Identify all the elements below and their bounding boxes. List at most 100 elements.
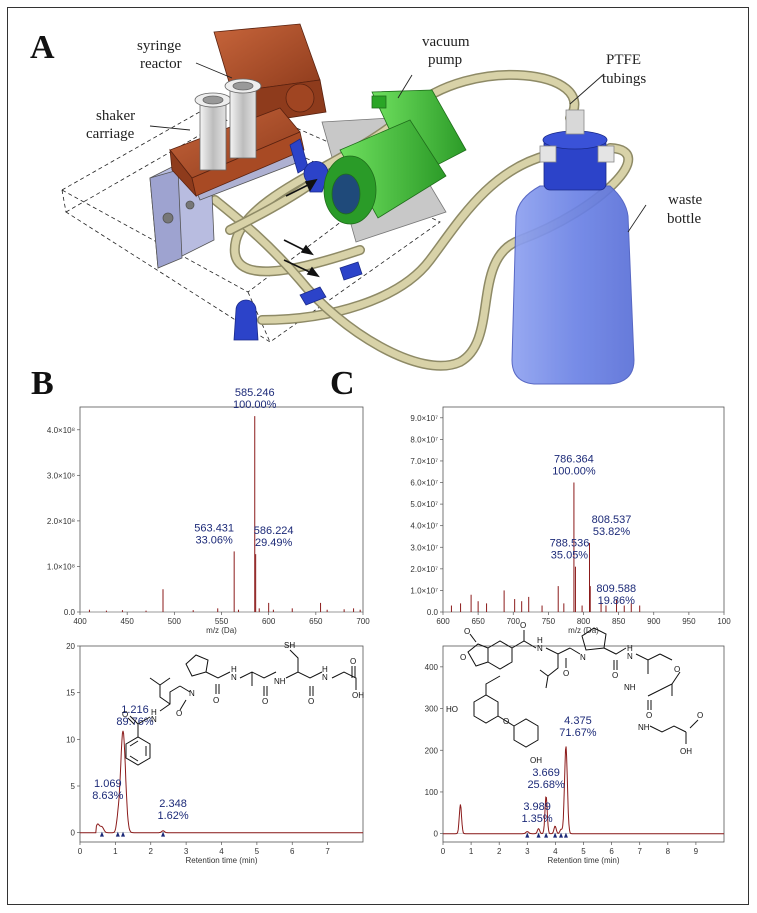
chem-c-h1-label: H bbox=[537, 636, 543, 645]
waste-bottle bbox=[511, 109, 635, 385]
x-tick-label: 650 bbox=[471, 617, 485, 626]
chem-b-h1-label: H bbox=[231, 665, 237, 674]
callout-waste-bottle: waste bottle bbox=[667, 192, 702, 227]
y-tick-label: 5 bbox=[71, 782, 76, 791]
x-tick-label: 3 bbox=[525, 847, 530, 856]
chem-c-oh-label: OH bbox=[530, 756, 542, 765]
x-tick-label: 8 bbox=[666, 847, 671, 856]
chem-b-o2-label: O bbox=[176, 709, 182, 718]
y-tick-label: 300 bbox=[425, 705, 439, 714]
chem-c-oh-label-2: OH bbox=[680, 747, 692, 756]
chem-b-o4-label: O bbox=[262, 697, 268, 706]
chromatogram-trace bbox=[80, 730, 363, 834]
callout-waste-bottle-line1: waste bbox=[668, 192, 702, 208]
y-tick-label: 4.0×10⁸ bbox=[47, 426, 75, 435]
chem-c-h2-label: H bbox=[627, 644, 633, 653]
callout-ptfe-tubings-line2: tubings bbox=[602, 71, 646, 87]
peak-label-percent: 1.62% bbox=[157, 810, 188, 822]
x-axis-label: m/z (Da) bbox=[568, 626, 599, 635]
x-tick-label: 0 bbox=[441, 847, 446, 856]
structure-b bbox=[125, 649, 357, 766]
chem-c-nh-label: NH bbox=[624, 683, 636, 692]
peak-label-percent: 35.05% bbox=[551, 550, 589, 562]
peak-label-value: 3.989 bbox=[523, 801, 551, 813]
x-tick-label: 500 bbox=[168, 617, 182, 626]
vacuum-pump bbox=[323, 89, 467, 225]
x-tick-label: 2 bbox=[149, 847, 154, 856]
peak-label-percent: 1.35% bbox=[521, 813, 552, 825]
chem-c-o1-label: O bbox=[503, 717, 509, 726]
x-tick-label: 6 bbox=[290, 847, 295, 856]
chem-b-n-label: N bbox=[151, 715, 157, 724]
x-tick-label: 800 bbox=[577, 617, 591, 626]
peak-label-percent: 100.00% bbox=[552, 466, 596, 478]
peak-label-value: 808.537 bbox=[592, 514, 632, 526]
y-tick-label: 20 bbox=[66, 642, 75, 651]
y-tick-label: 0 bbox=[434, 830, 439, 839]
x-tick-label: 850 bbox=[612, 617, 626, 626]
structure-c bbox=[467, 627, 699, 748]
x-tick-label: 900 bbox=[647, 617, 661, 626]
callout-vacuum-pump-line1: vacuum bbox=[422, 34, 470, 50]
chem-c-o7-label: O bbox=[674, 665, 680, 674]
chem-c-o8-label: O bbox=[646, 711, 652, 720]
callout-shaker-carriage-line1: shaker bbox=[96, 108, 135, 124]
peak-label-value: 1.216 bbox=[121, 704, 149, 716]
y-tick-label: 4.0×10⁷ bbox=[410, 522, 438, 531]
x-tick-label: 5 bbox=[581, 847, 586, 856]
x-tick-label: 700 bbox=[356, 617, 370, 626]
plot-frame bbox=[79, 645, 364, 843]
x-tick-label: 6 bbox=[609, 847, 614, 856]
structure-c-labels: HO OH O O O O H N O N O H N O NH O NH O … bbox=[446, 621, 703, 765]
peak-label-value: 4.375 bbox=[564, 715, 592, 727]
chem-c-o9-label: O bbox=[697, 711, 703, 720]
peak-label-percent: 100.00% bbox=[233, 399, 277, 411]
ms-spectrum-c: 0.01.0×10⁷2.0×10⁷3.0×10⁷4.0×10⁷5.0×10⁷6.… bbox=[410, 406, 731, 635]
y-tick-label: 7.0×10⁷ bbox=[410, 457, 438, 466]
x-tick-label: 600 bbox=[436, 617, 450, 626]
tubing-clamps bbox=[233, 138, 363, 341]
integration-marker bbox=[536, 832, 541, 838]
x-axis-label: Retention time (min) bbox=[547, 856, 619, 865]
chem-b-n2-label: N bbox=[189, 689, 195, 698]
peak-label-value: 585.246 bbox=[235, 387, 275, 399]
chem-b-nh-label: H bbox=[151, 708, 157, 717]
y-tick-label: 200 bbox=[425, 746, 439, 755]
callout-waste-bottle-line2: bottle bbox=[667, 211, 702, 227]
callout-leaders bbox=[149, 62, 647, 233]
x-tick-label: 1 bbox=[469, 847, 474, 856]
peak-label-percent: 71.67% bbox=[559, 727, 597, 739]
callout-ptfe-tubings-line1: PTFE bbox=[606, 52, 641, 68]
y-tick-label: 2.0×10⁷ bbox=[410, 565, 438, 574]
integration-marker bbox=[161, 831, 166, 837]
chem-b-n3-label: N bbox=[231, 673, 237, 682]
flow-arrows bbox=[283, 178, 320, 278]
chem-b-nh-label-2: NH bbox=[274, 677, 286, 686]
callout-vacuum-pump: vacuum pump bbox=[422, 34, 470, 68]
y-tick-label: 2.0×10⁸ bbox=[47, 517, 75, 526]
callout-vacuum-pump-line2: pump bbox=[428, 52, 462, 68]
x-tick-label: 2 bbox=[497, 847, 502, 856]
y-tick-label: 8.0×10⁷ bbox=[410, 435, 438, 444]
chem-b-o5-label: O bbox=[308, 697, 314, 706]
x-tick-label: 750 bbox=[542, 617, 556, 626]
chem-c-n2-label: N bbox=[580, 653, 586, 662]
panel-c-letter: C bbox=[330, 365, 355, 402]
x-tick-label: 5 bbox=[255, 847, 260, 856]
peak-label-percent: 29.49% bbox=[255, 537, 293, 549]
plot-frame bbox=[79, 406, 364, 613]
y-tick-label: 1.0×10⁸ bbox=[47, 562, 75, 571]
chem-c-o2-label: O bbox=[464, 627, 470, 636]
chem-c-ho-label: HO bbox=[446, 705, 458, 714]
y-tick-label: 0.0 bbox=[64, 608, 76, 617]
y-tick-label: 0 bbox=[71, 829, 76, 838]
integration-marker bbox=[121, 831, 126, 837]
panel-a-letter: A bbox=[30, 29, 55, 66]
callout-shaker-carriage-line2: carriage bbox=[86, 126, 135, 142]
callout-ptfe-tubings: PTFE tubings bbox=[602, 52, 646, 87]
chem-b-o3-label: O bbox=[213, 696, 219, 705]
x-tick-label: 650 bbox=[309, 617, 323, 626]
peak-label-percent: 25.68% bbox=[527, 779, 565, 791]
